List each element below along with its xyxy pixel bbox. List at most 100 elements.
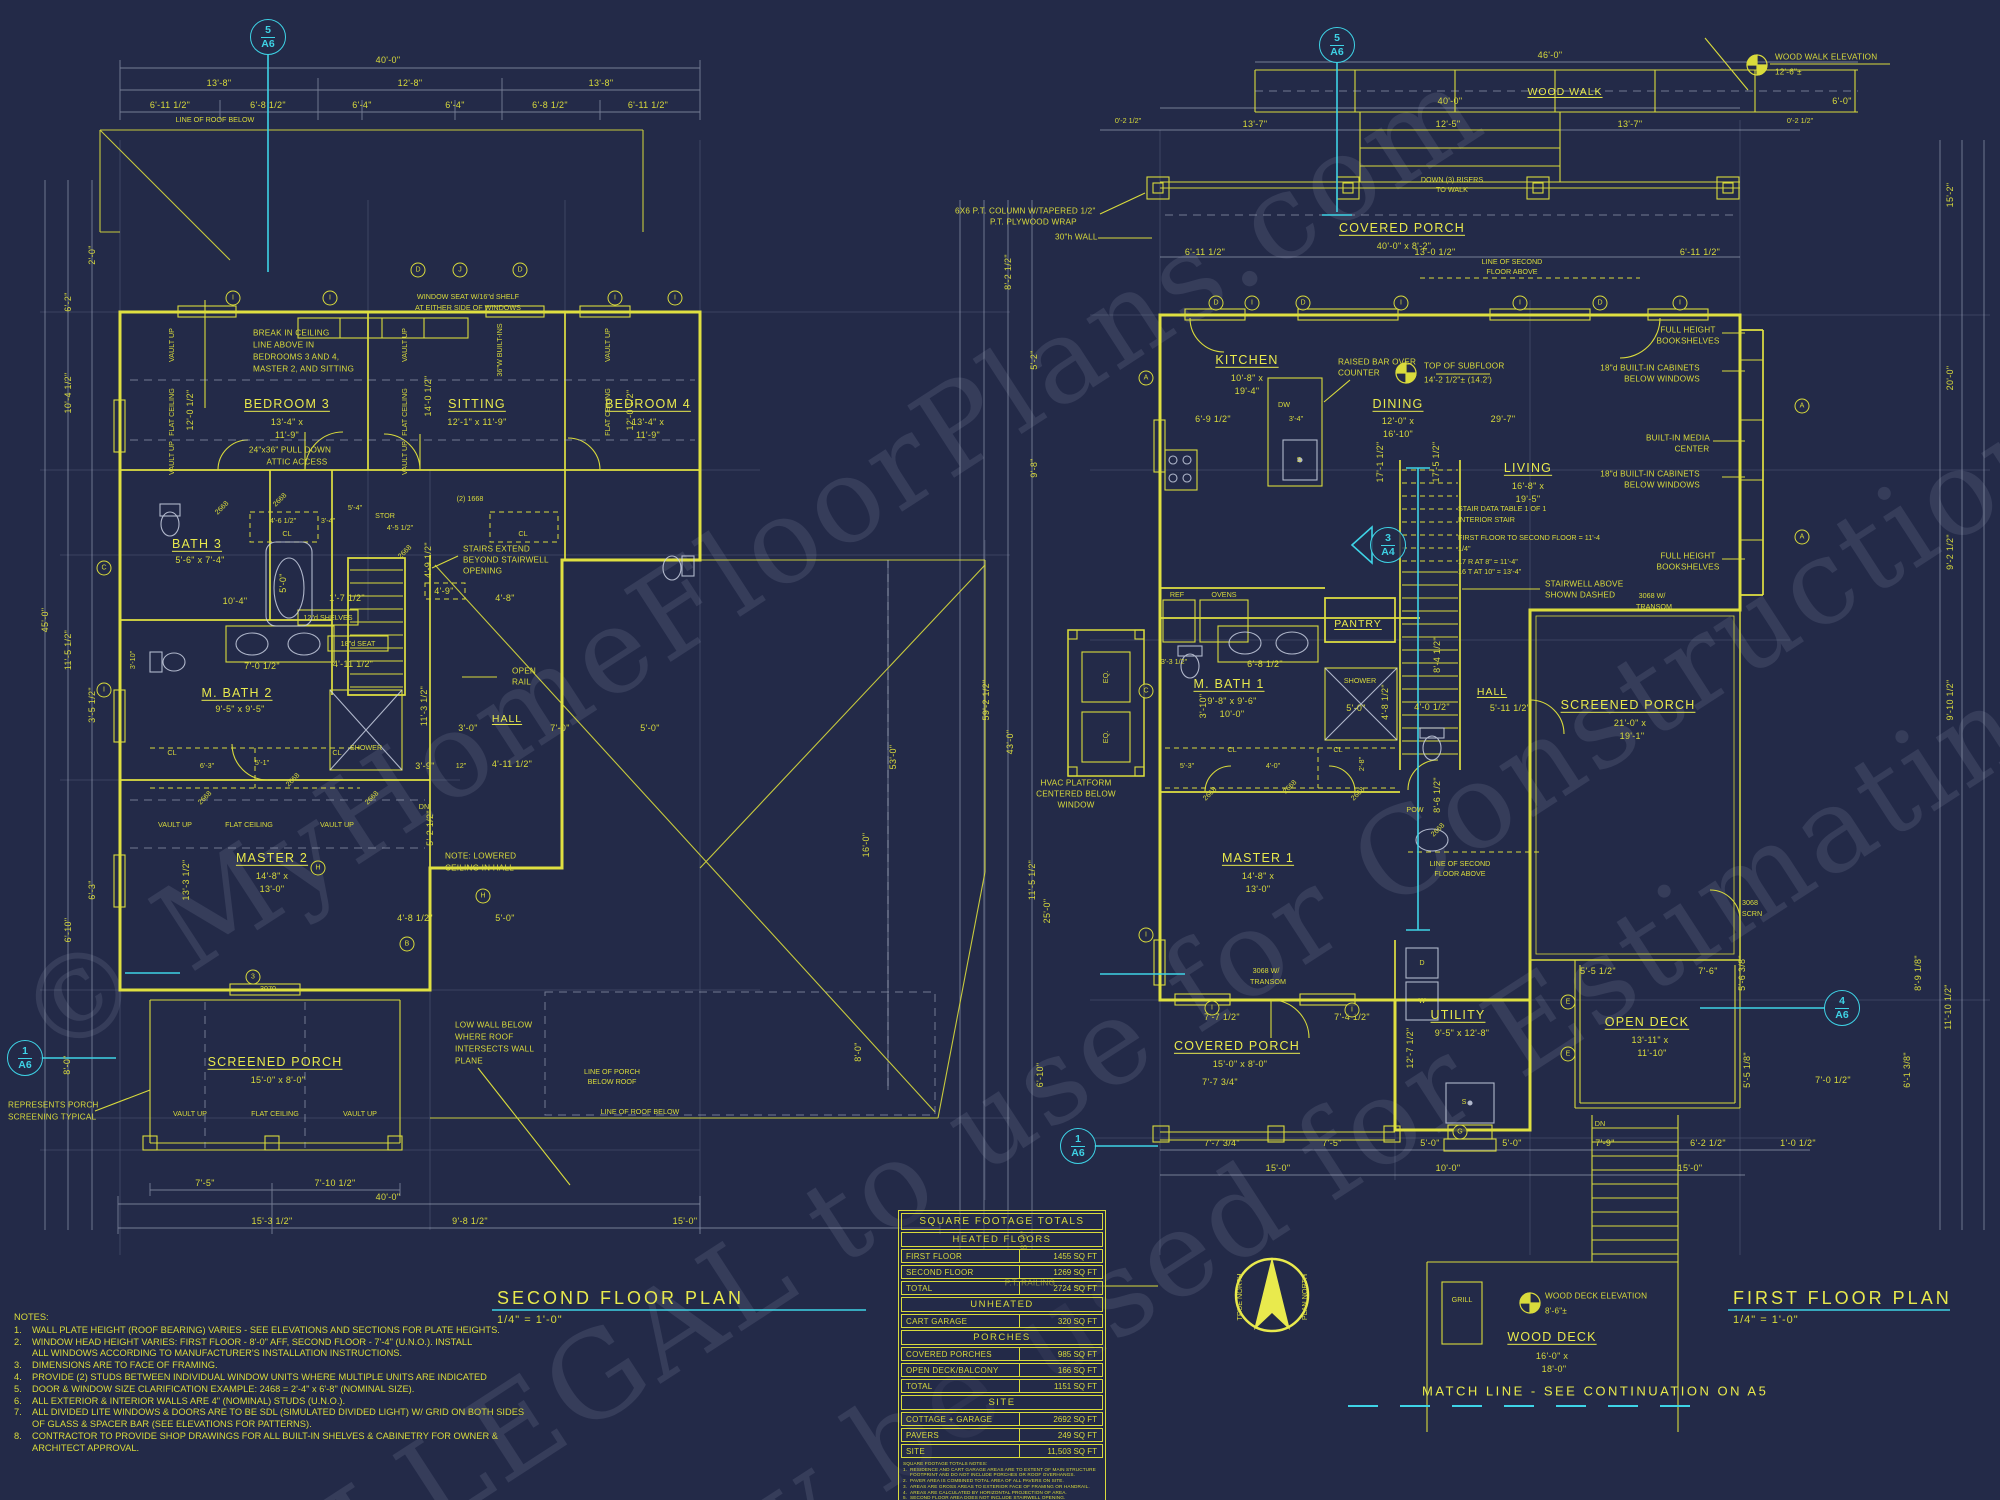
plan-annotation: 15'-0" x 8'-0"	[250, 1074, 306, 1085]
plan-annotation: 8'-6 1/2"	[1431, 777, 1442, 813]
room-label-wood-deck: WOOD DECK	[1507, 1329, 1597, 1344]
note-line: 2.WINDOW HEAD HEIGHT VARIES: FIRST FLOOR…	[14, 1336, 473, 1347]
plan-annotation: 5'-4"	[347, 502, 363, 512]
plan-annotation: 12'-0" x	[1381, 415, 1415, 426]
plan-annotation: 15'-0"	[1265, 1162, 1291, 1173]
plan-annotation: BOOKSHELVES	[1656, 562, 1720, 572]
plan-annotation: VAULT UP	[343, 1108, 377, 1118]
plan-annotation: 3068	[1742, 897, 1758, 907]
plan-annotation: 4'-8 1/2"	[1379, 684, 1390, 720]
match-line-label: MATCH LINE - SEE CONTINUATION ON A5	[1422, 1383, 1769, 1399]
first-floor-title: FIRST FLOOR PLAN	[1733, 1288, 1952, 1308]
plan-annotation: 19'-1"	[1619, 730, 1645, 741]
plan-annotation: FULL HEIGHT	[1660, 325, 1716, 335]
plan-annotation: 11'-5 1/2"	[62, 629, 73, 671]
plan-annotation: 30"h WALL	[1055, 232, 1098, 242]
notes-header: NOTES:	[14, 1312, 49, 1322]
note-line: 6.ALL EXTERIOR & INTERIOR WALLS ARE 4" (…	[14, 1395, 346, 1406]
plan-annotation: 7'-5"	[195, 1177, 215, 1188]
plan-annotation: 8'-4 1/2"	[1431, 637, 1442, 673]
plan-annotation: TO WALK	[1436, 184, 1468, 194]
grid-bubble-i: I	[667, 290, 683, 306]
plan-annotation: SHOWER	[349, 742, 383, 752]
plan-annotation: 13'-7"	[1617, 118, 1643, 129]
plan-annotation: FLAT CEILING	[166, 388, 176, 436]
plan-annotation: 12"d SHELVES	[303, 612, 353, 622]
plan-annotation: FIRST FLOOR TO SECOND FLOOR = 11'-4	[1458, 532, 1601, 542]
plan-annotation: 15'-0" x 8'-0"	[1212, 1058, 1268, 1069]
room-label-hall-2f: HALL	[491, 712, 523, 725]
plan-annotation: 19'-4"	[1234, 385, 1260, 396]
plan-annotation: BOOKSHELVES	[1656, 336, 1720, 346]
elevation-target-icons	[1395, 54, 1768, 1314]
plan-annotation: 8'-9 1/8"	[1912, 955, 1923, 991]
plan-annotation: STAIRS EXTEND	[463, 544, 531, 554]
note-line: 7.ALL DIVIDED LITE WINDOWS & DOORS ARE T…	[14, 1407, 525, 1418]
plan-annotation: 40'-0"	[375, 54, 401, 65]
plan-annotation: 10'-8" x	[1230, 372, 1264, 383]
plan-annotation: BELOW WINDOWS	[1624, 374, 1700, 384]
plan-annotation: VAULT UP	[399, 328, 409, 362]
plan-annotation: TRANSOM	[1250, 976, 1286, 986]
plan-annotation: 3'-3 1/2"	[1160, 656, 1188, 666]
plan-annotation: FLAT CEILING	[399, 388, 409, 436]
grid-bubble-i: I	[1393, 295, 1409, 311]
plan-annotation: 3'-0"	[458, 722, 478, 733]
plan-annotation: 10'-0"	[1219, 708, 1245, 719]
plan-annotation: RAISED BAR OVER	[1338, 357, 1417, 367]
plan-annotation: 6'-10"	[1034, 1062, 1045, 1088]
plan-annotation: WOOD DECK ELEVATION	[1545, 1291, 1648, 1301]
plan-annotation: 4'-6 1/2"	[269, 515, 297, 525]
plan-annotation: 15'-0"	[672, 1215, 698, 1226]
note-line: 3.DIMENSIONS ARE TO FACE OF FRAMING.	[14, 1360, 218, 1371]
plan-annotation: 5'-0"	[495, 912, 515, 923]
plumbing-fixtures	[149, 439, 1495, 1124]
plan-annotation: 3'-5 1/2"	[86, 687, 97, 723]
plan-annotation: REF	[1169, 589, 1185, 599]
sqft-section-header: HEATED FLOORS	[901, 1232, 1103, 1247]
plan-annotation: 43'-0"	[1004, 729, 1015, 755]
plan-annotation: 8'-6"±	[1545, 1306, 1567, 1316]
room-label-living: LIVING	[1503, 460, 1553, 475]
grid-bubble-c: C	[96, 560, 112, 576]
plan-annotation: 18'-0"	[1541, 1363, 1567, 1374]
plan-annotation: P.T. PLYWOOD WRAP	[990, 217, 1077, 227]
sqft-section-header: SITE	[901, 1395, 1103, 1410]
plan-annotation: 5'-1"	[254, 757, 270, 767]
plan-annotation: AT EITHER SIDE OF WINDOWS	[415, 302, 521, 312]
plan-annotation: 3068 W/	[1252, 965, 1280, 975]
plan-annotation: DN	[1594, 1118, 1606, 1128]
sqft-note: 4.AREAS ARE CALCULATED BY HORIZONTAL PRO…	[903, 1489, 1067, 1495]
grid-bubble-3: 3	[245, 969, 261, 985]
plan-annotation: LINE OF ROOF BELOW	[600, 1106, 680, 1116]
plan-annotation: 6'-2"	[62, 292, 73, 312]
plan-annotation: 5'-0"	[1502, 1137, 1522, 1148]
plan-annotation: 7'-5"	[1322, 1137, 1342, 1148]
plan-annotation: 13'-0"	[1245, 883, 1271, 894]
plan-annotation: 12'-0 1/2"	[624, 389, 635, 431]
plan-annotation: 18"d SEAT	[340, 638, 376, 648]
grid-bubble-j: J	[452, 262, 468, 278]
room-label-m-bath-1: M. BATH 1	[1193, 676, 1265, 691]
plan-annotation: LOW WALL BELOW	[455, 1020, 533, 1030]
plan-annotation: 13'-4" x	[631, 416, 665, 427]
grid-bubble-h: H	[310, 860, 326, 876]
plan-annotation: BEDROOMS 3 AND 4,	[253, 352, 340, 362]
plan-annotation: VAULT UP	[399, 441, 409, 475]
plan-annotation: 53'-0"	[887, 744, 898, 770]
grid-bubble-i: I	[1344, 1002, 1360, 1018]
plan-annotation: 3'-10"	[127, 650, 137, 670]
plan-annotation: 4'-8 1/2"	[397, 912, 433, 923]
room-label-open-deck: OPEN DECK	[1604, 1014, 1690, 1029]
plan-annotation: 7'-0 1/2"	[244, 660, 280, 671]
plan-annotation: CL	[1333, 744, 1343, 754]
plan-annotation: TOP OF SUBFLOOR	[1424, 361, 1505, 371]
plan-annotation: STAIR DATA TABLE 1 OF 1	[1458, 503, 1547, 513]
plan-annotation: 10'-0"	[1435, 1162, 1461, 1173]
grid-bubble-i: I	[96, 682, 112, 698]
